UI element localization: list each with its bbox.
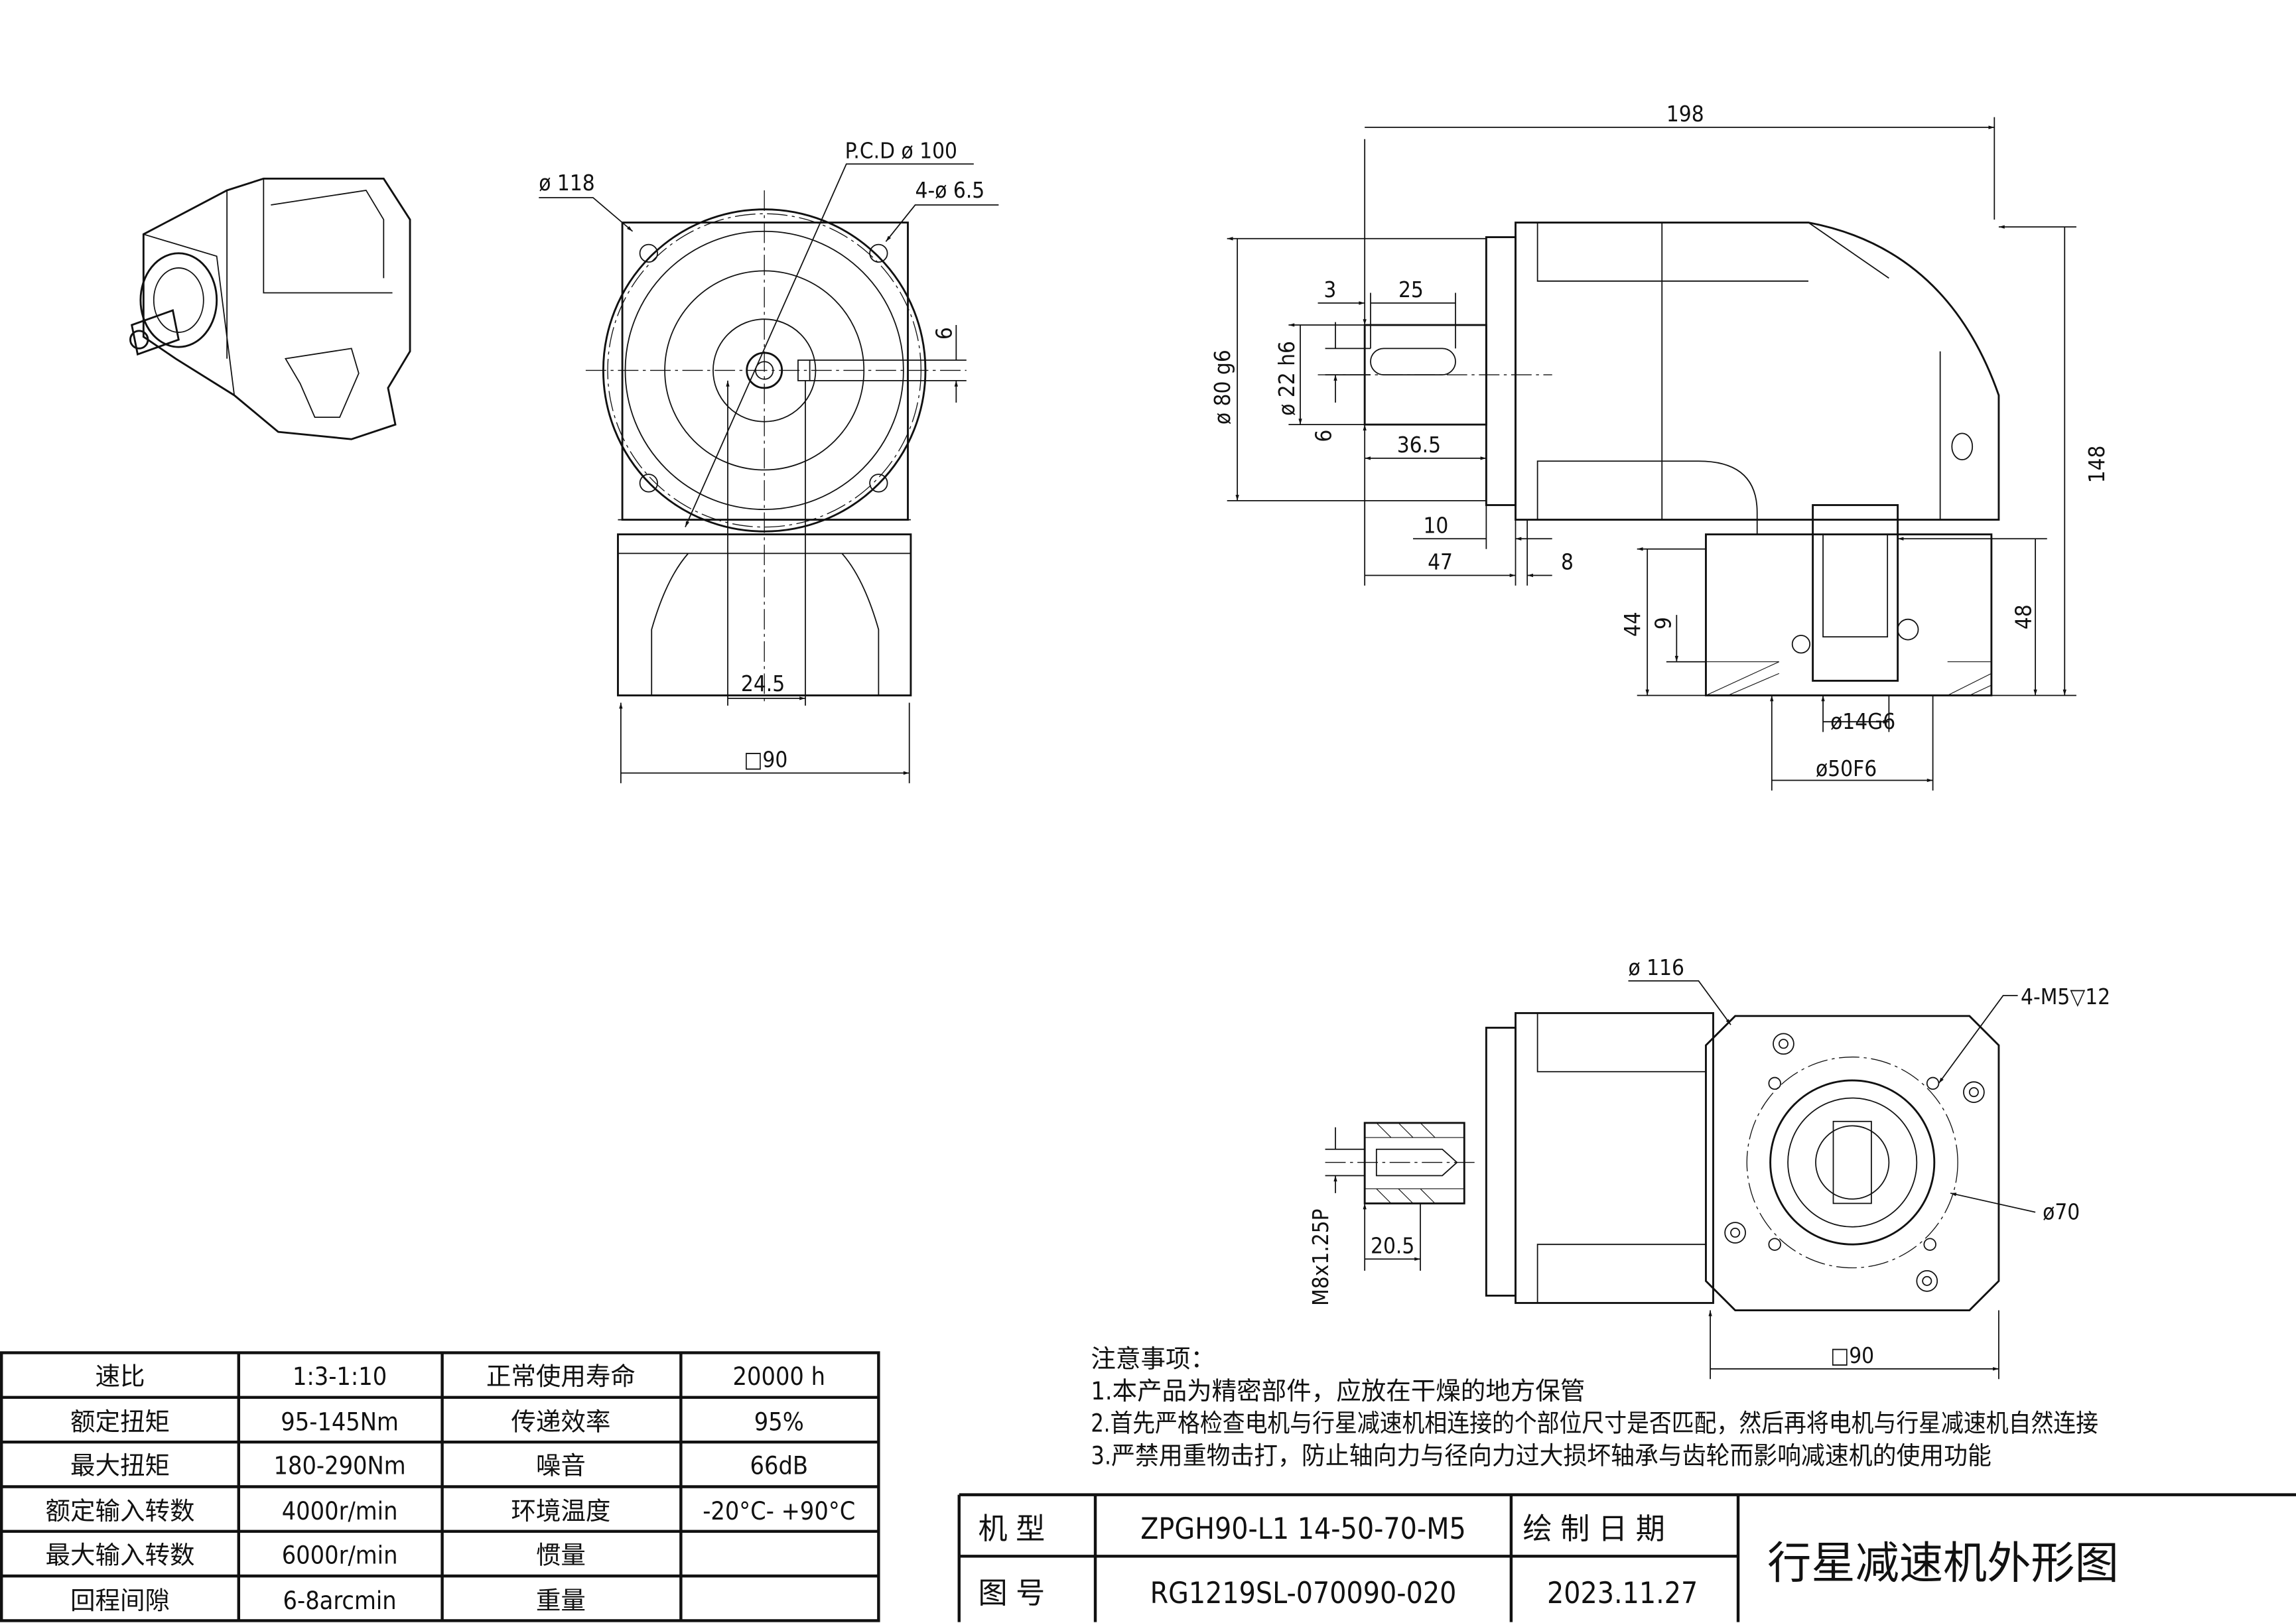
- bottom-view: ø 116 4-M5▽12 ø70 M8x1.25P 20.5 □90: [1308, 954, 2110, 1380]
- side-spigot-diameter: ø50F6: [1816, 755, 1877, 781]
- side-pilot-diameter: ø 80 g6: [1209, 350, 1235, 424]
- spec-value: 6-8arcmin: [283, 1586, 397, 1615]
- side-key-width: 6: [1310, 430, 1336, 442]
- bottom-tapped-holes: 4-M5▽12: [2021, 984, 2110, 1009]
- side-key-length: 25: [1398, 277, 1424, 302]
- title-block: 机 型 ZPGH90-L1 14-50-70-M5 绘 制 日 期 图 号 RG…: [957, 1493, 2296, 1622]
- bottom-thread-length: 20.5: [1371, 1232, 1414, 1258]
- spec-value: 180-290Nm: [274, 1451, 406, 1480]
- spec-value: -20°C- +90°C: [703, 1496, 855, 1526]
- spec-value: 1:3-1:10: [293, 1362, 387, 1391]
- spec-value: 20000 h: [733, 1362, 825, 1391]
- spec-value: 4000r/min: [282, 1496, 398, 1526]
- spec-label: 最大扭矩: [70, 1451, 170, 1480]
- front-key-width: 6: [931, 327, 957, 340]
- side-shaft-length: 36.5: [1397, 432, 1441, 458]
- front-view: ø 118 P.C.D ø 100 4-ø 6.5 6 24.5 □90: [539, 137, 999, 783]
- side-bore-diameter: ø14G6: [1830, 708, 1895, 734]
- spec-label: 速比: [95, 1362, 145, 1391]
- bottom-square-size: □90: [1830, 1342, 1874, 1368]
- notes: 注意事项： 1.本产品为精密部件，应放在干燥的地方保管 2.首先严格检查电机与行…: [1091, 1344, 2098, 1470]
- spec-label: 环境温度: [511, 1496, 610, 1526]
- front-key-offset: 24.5: [741, 671, 785, 696]
- notes-title: 注意事项：: [1091, 1344, 1215, 1374]
- spec-label: 惯量: [536, 1540, 586, 1569]
- spec-value: 95-145Nm: [281, 1407, 399, 1437]
- bottom-pcd: ø70: [2043, 1199, 2080, 1225]
- spec-label: 回程间隙: [70, 1586, 170, 1615]
- drawing-no-value: RG1219SL-070090-020: [1150, 1577, 1457, 1610]
- spec-label: 重量: [536, 1586, 586, 1615]
- side-overall-length: 198: [1666, 101, 1704, 127]
- bottom-flange-diameter: ø 116: [1628, 954, 1684, 980]
- side-flange-thickness: 8: [1561, 549, 1574, 575]
- side-output-height: 48: [2010, 604, 2036, 629]
- front-pcd: P.C.D ø 100: [845, 137, 957, 163]
- spec-value: 95%: [754, 1407, 804, 1437]
- side-total-height: 148: [2084, 446, 2110, 484]
- spec-table: 速比 1:3-1:10 正常使用寿命 20000 h 额定扭矩 95-145Nm…: [0, 1351, 880, 1622]
- isometric-view: [129, 177, 411, 440]
- side-view: 198 ø 80 g6 ø 22 h6 6 3 25 36.5 10 47 8 …: [1209, 101, 2110, 791]
- date-value: 2023.11.27: [1547, 1577, 1698, 1610]
- side-shaft-to-flange: 47: [1428, 549, 1453, 575]
- date-label: 绘 制 日 期: [1523, 1512, 1665, 1546]
- model-value: ZPGH90-L1 14-50-70-M5: [1140, 1512, 1466, 1546]
- note-item: 3.严禁用重物击打，防止轴向力与径向力过大损坏轴承与齿轮而影响减速机的使用功能: [1091, 1441, 1991, 1470]
- spec-label: 额定输入转数: [45, 1496, 194, 1526]
- model-label: 机 型: [978, 1512, 1045, 1546]
- spec-label: 额定扭矩: [70, 1407, 170, 1437]
- spec-value: 66dB: [750, 1451, 809, 1480]
- note-item: 1.本产品为精密部件，应放在干燥的地方保管: [1091, 1376, 1585, 1405]
- spec-label: 噪音: [536, 1451, 586, 1480]
- front-mount-holes: 4-ø 6.5: [915, 177, 985, 203]
- side-shaft-diameter: ø 22 h6: [1274, 341, 1300, 416]
- side-base-step: 9: [1650, 617, 1676, 629]
- front-flange-diameter: ø 118: [539, 170, 594, 196]
- spec-label: 传递效率: [511, 1407, 610, 1437]
- drawing-no-label: 图 号: [978, 1577, 1045, 1610]
- spec-label: 正常使用寿命: [486, 1362, 636, 1391]
- spec-value: 6000r/min: [282, 1540, 398, 1569]
- side-base-height: 44: [1619, 612, 1645, 637]
- bottom-thread: M8x1.25P: [1308, 1208, 1333, 1305]
- note-item: 2.首先严格检查电机与行星减速机相连接的个部位尺寸是否匹配，然后再将电机与行星减…: [1091, 1409, 2098, 1438]
- side-key-start: 3: [1323, 277, 1336, 302]
- side-pilot-depth: 10: [1423, 512, 1448, 538]
- drawing-title: 行星减速机外形图: [1767, 1537, 2119, 1589]
- spec-label: 最大输入转数: [45, 1540, 194, 1569]
- front-square-size: □90: [744, 747, 787, 773]
